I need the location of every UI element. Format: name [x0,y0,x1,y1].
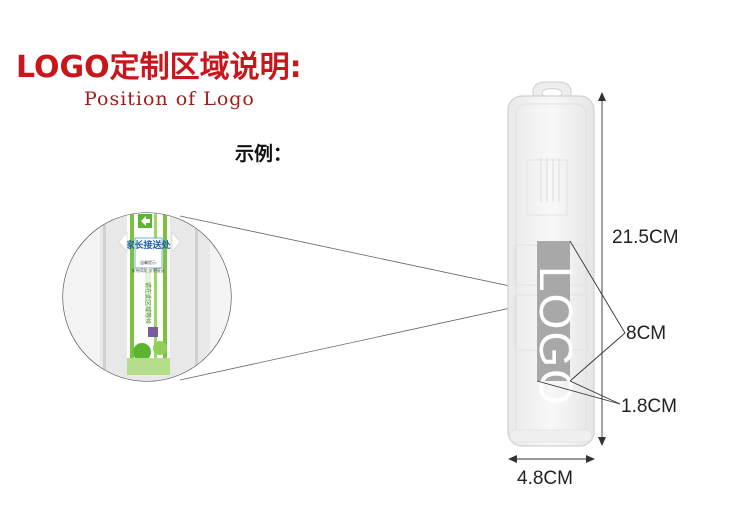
page-title: LOGO定制区域说明: [16,50,302,85]
sticker-title: 家长接送处 [125,239,171,251]
zoom-sticker [127,213,170,375]
zoom-inset: 家长接送处 ·温馨提示· 保持间距 文明接送 请在此区域等候 [62,212,232,382]
logo-area-dimension-label: 8CM [626,323,667,344]
example-label: 示例： [235,143,293,165]
logo-width-dimension-label: 1.8CM [621,396,677,417]
logo-area [537,241,570,381]
sticker-line: ·温馨提示· [139,259,158,265]
sticker-vertical-text: 请在此区域等候 [144,282,152,324]
box-width-dimension-label: 4.8CM [517,468,573,489]
sticker-sub: 保持间距 文明接送 [131,267,164,273]
dimension-lines [508,92,626,463]
length-dimension-label: 21.5CM [612,227,679,248]
zoom-connector-lines [179,215,539,381]
page-subtitle: Position of Logo [84,88,255,110]
plastic-box: LOGO [507,81,595,447]
logo-text: LOGO [530,266,582,407]
